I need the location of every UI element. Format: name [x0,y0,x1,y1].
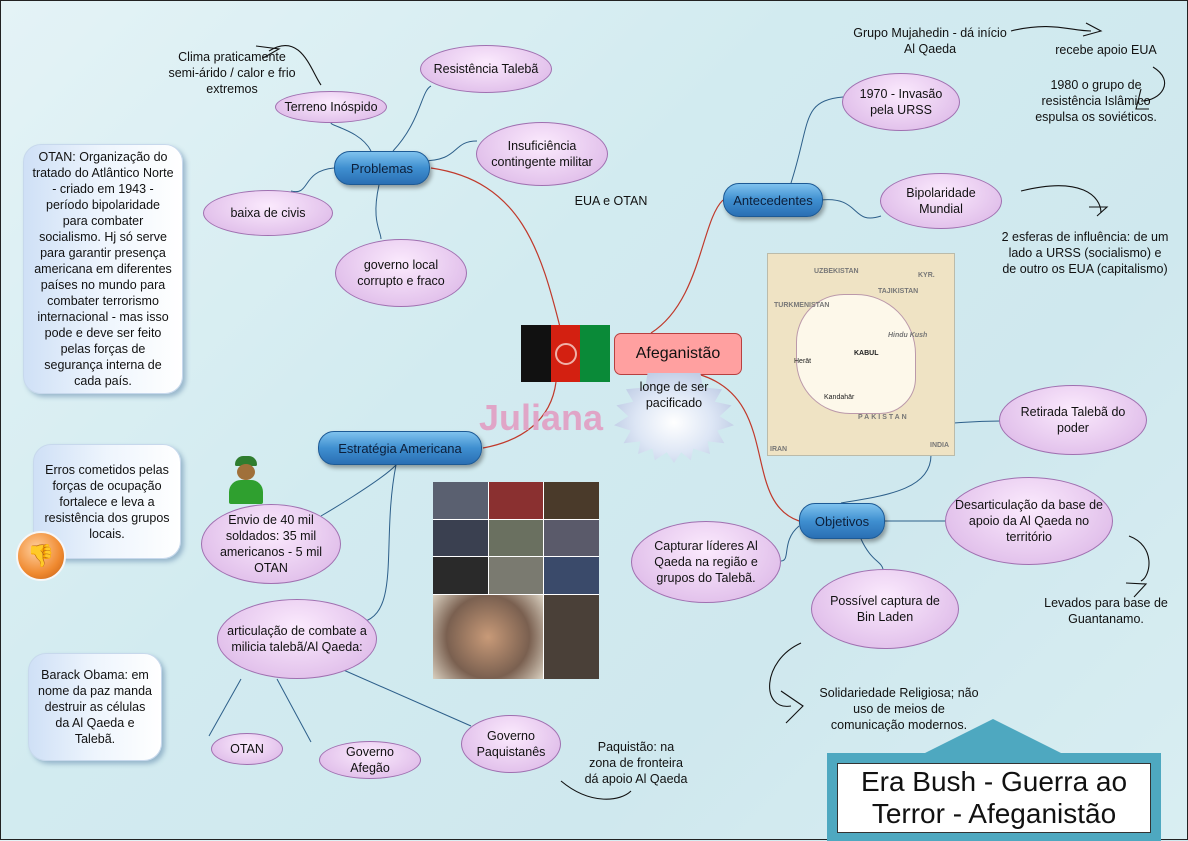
note-solidariedade: Solidariedade Religiosa; não uso de meio… [819,686,979,732]
note-expulsa: 1980 o grupo de resistência Islâmico esp… [1035,78,1157,124]
note-guantanamo: Levados para base de Guantanamo. [1044,596,1168,626]
note-eua-otan: EUA e OTAN [574,194,648,208]
node-baixa-civis[interactable]: baixa de civis [203,190,333,236]
node-resistencia-taleba[interactable]: Resistência Talebã [420,45,552,93]
node-envio-soldados[interactable]: Envio de 40 mil soldados: 35 mil america… [201,504,341,584]
afghanistan-map: UZBEKISTAN KYR. TAJIKISTAN TURKMENISTAN … [767,253,955,456]
node-bipolaridade[interactable]: Bipolaridade Mundial [880,173,1002,229]
node-invasao-urss[interactable]: 1970 - Invasão pela URSS [842,73,960,131]
note-clima: Clima praticamente semi-árido / calor e … [168,50,296,96]
callout-text: longe de ser pacificado [639,380,709,410]
node-antecedentes[interactable]: Antecedentes [723,183,823,217]
node-articulacao[interactable]: articulação de combate a milicia talebã/… [217,599,377,679]
card-erros: Erros cometidos pelas forças de ocupação… [33,444,181,559]
node-otan[interactable]: OTAN [211,733,283,765]
node-objetivos[interactable]: Objetivos [799,503,885,539]
node-governo-paquistanes[interactable]: Governo Paquistanês [461,715,561,773]
note-apoio-eua: recebe apoio EUA [1055,43,1157,57]
note-mujahedin: Grupo Mujahedin - dá início Al Qaeda [853,26,1007,56]
node-insuficiencia[interactable]: Insuficiência contingente militar [476,122,608,186]
thumbs-down-icon: 👎 [16,531,66,581]
card-otan: OTAN: Organização do tratado do Atlântic… [23,144,183,394]
node-capturar-lideres[interactable]: Capturar líderes Al Qaeda na região e gr… [631,521,781,603]
card-obama: Barack Obama: em nome da paz manda destr… [28,653,162,761]
watermark: Juliana [479,397,604,438]
photo-collage [433,482,599,679]
node-estrategia-americana[interactable]: Estratégia Americana [318,431,482,465]
node-governo-afegao[interactable]: Governo Afegão [319,741,421,779]
soldier-icon [223,456,267,506]
afghanistan-flag-icon [521,325,611,382]
note-paquistao: Paquistão: na zona de fronteira dá apoio… [584,740,688,786]
note-esferas: 2 esferas de influência: de um lado a UR… [1001,230,1169,276]
page-title: Era Bush - Guerra ao Terror - Afeganistã… [837,763,1151,833]
node-terreno-inospido[interactable]: Terreno Inóspido [275,91,387,123]
node-retirada-taleba[interactable]: Retirada Talebã do poder [999,385,1147,455]
node-desarticulacao[interactable]: Desarticulação da base de apoio da Al Qa… [945,477,1113,565]
node-problemas[interactable]: Problemas [334,151,430,185]
node-bin-laden[interactable]: Possível captura de Bin Laden [811,569,959,649]
node-afeganistao[interactable]: Afeganistão [614,333,742,375]
node-governo-local[interactable]: governo local corrupto e fraco [335,239,467,307]
